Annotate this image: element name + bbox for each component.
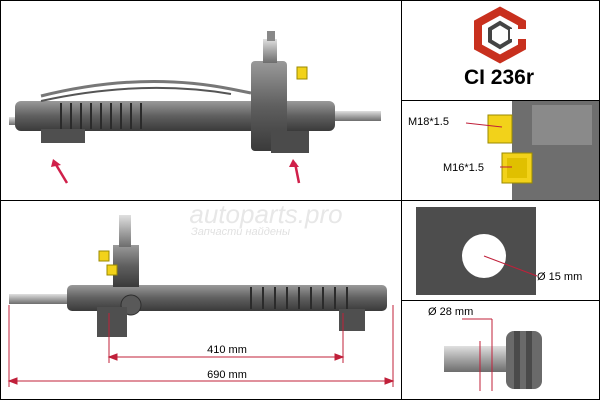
shaft-diameter-label: Ø 28 mm [428, 306, 473, 318]
thread-label-lower: M16*1.5 [443, 162, 484, 174]
shaft-panel: Ø 28 mm [401, 300, 600, 400]
watermark-tagline: Запчасти найдены [191, 226, 290, 238]
top-rack-panel [0, 0, 402, 201]
thread-label-upper: M18*1.5 [408, 116, 449, 128]
hole-panel: Ø 15 mm [401, 200, 600, 301]
valve-photo [487, 101, 599, 200]
arrow-marker-icon [51, 159, 69, 184]
part-code: CI 236r [464, 66, 534, 89]
hex-logo-icon [474, 6, 530, 64]
shaft-photo [444, 331, 542, 389]
dimension-lines [7, 305, 395, 387]
logo-panel: CI 236r [401, 0, 600, 101]
total-length-label: 690 mm [207, 369, 247, 381]
hole-diameter-label: Ø 15 mm [537, 271, 582, 283]
bottom-rack-panel: autoparts.pro Запчасти найдены [0, 200, 402, 400]
valve-panel: M18*1.5 M16*1.5 [401, 100, 600, 201]
hole-photo [416, 207, 536, 295]
arrow-marker-icon [289, 159, 301, 184]
inner-length-label: 410 mm [207, 344, 247, 356]
watermark-logo: autoparts.pro [189, 201, 342, 229]
steering-rack-front-view [9, 215, 387, 337]
watermark: autoparts.pro Запчасти найдены [189, 201, 342, 238]
steering-rack-top-view [9, 31, 381, 153]
